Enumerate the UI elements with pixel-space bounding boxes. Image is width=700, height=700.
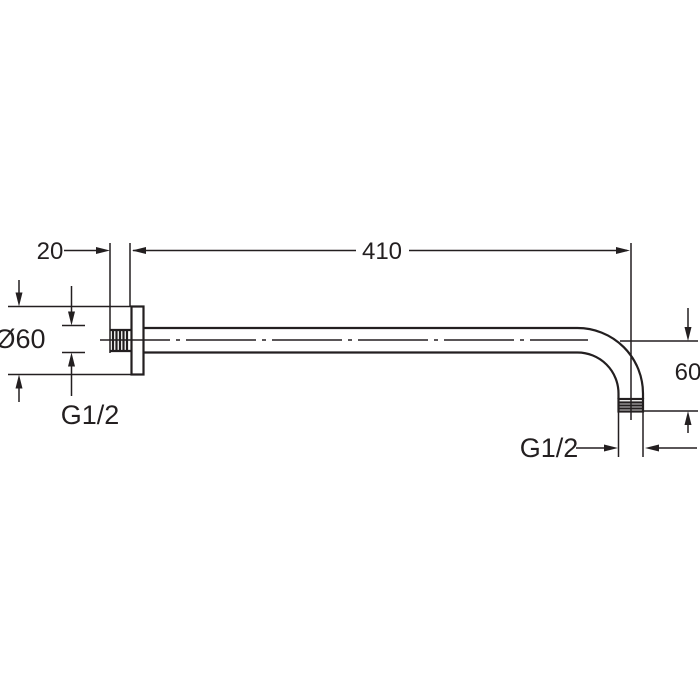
dim-wall-thread-spec — [62, 286, 85, 396]
dim-410-arrow-left — [132, 247, 146, 254]
label-flange-diameter: Ø60 — [0, 324, 46, 354]
dim-g12-right-arrow-left — [604, 444, 618, 452]
dim-g12-right-arrow-right — [645, 444, 659, 452]
dim-outlet-thread-spec — [576, 412, 697, 457]
dim-20-arrow — [96, 247, 110, 254]
dim-g12-left-ticks — [62, 324, 85, 354]
label-outlet-thread: G1/2 — [520, 433, 579, 463]
bend-inner-arc — [577, 351, 620, 394]
dim-arm-length — [132, 247, 630, 254]
dim-d60-arrow-bottom — [15, 374, 23, 389]
dim-g12-left-arrow-top — [68, 311, 75, 326]
label-wall-thread: G1/2 — [61, 400, 120, 430]
dim-flange-diameter — [8, 280, 132, 402]
dim-g12-right-extensions — [617, 412, 644, 457]
label-arm-length: 410 — [362, 238, 402, 265]
arm-tube — [143, 326, 578, 354]
label-wall-thread-length: 20 — [37, 238, 64, 265]
dim-wall-thread-length — [64, 243, 131, 353]
dim-d60-arrow-top — [15, 292, 23, 307]
dim-60-arrow-bottom — [684, 411, 692, 425]
bend-outer-arc — [577, 326, 645, 394]
tube-bend — [577, 326, 645, 399]
dim-g12-left-arrow-bottom — [68, 352, 75, 367]
dim-60-arrow-top — [684, 327, 692, 341]
label-drop-height: 60 — [675, 359, 700, 386]
dim-410-arrow-right — [616, 247, 630, 254]
dim-drop-height — [620, 308, 698, 433]
shower-arm — [100, 243, 645, 420]
